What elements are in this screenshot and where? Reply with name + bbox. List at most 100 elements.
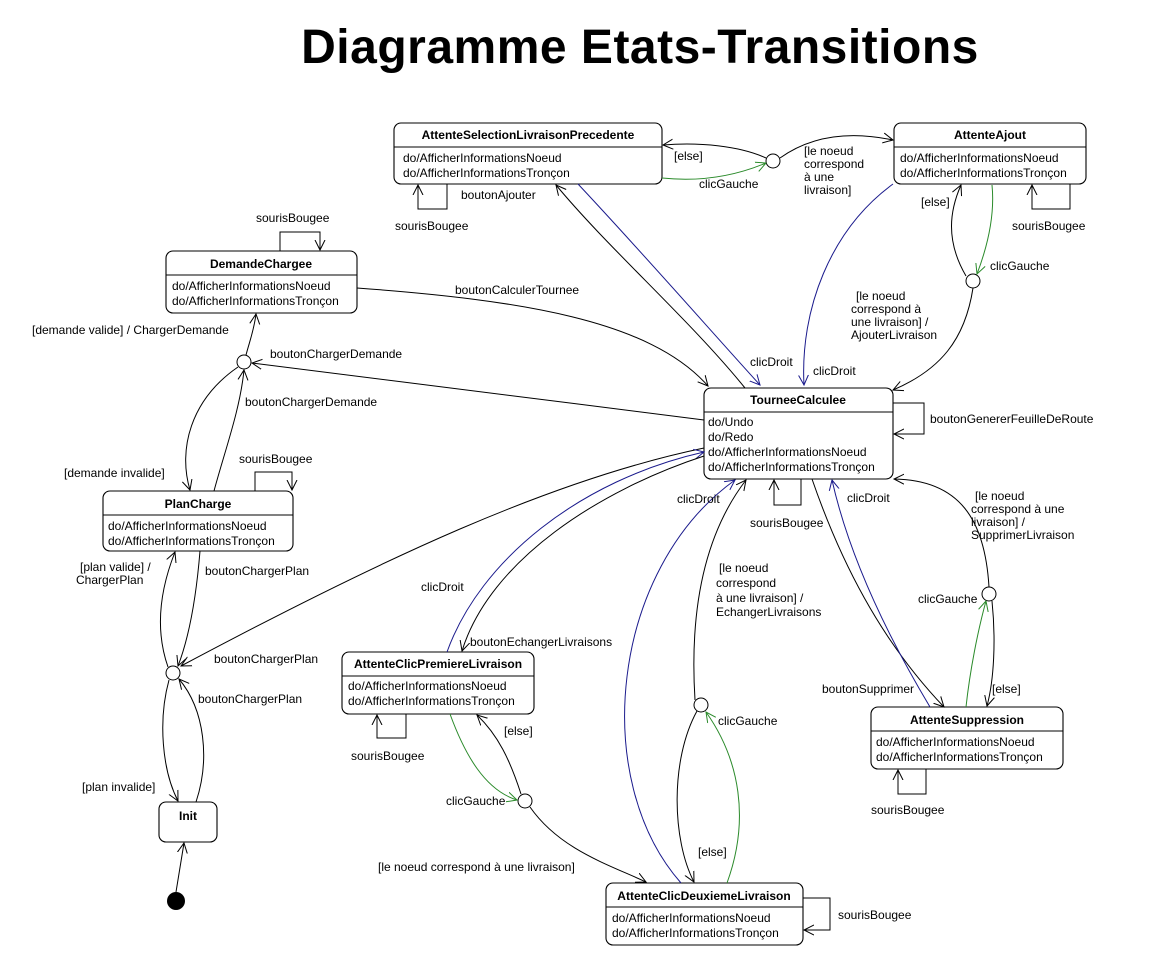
state-name: PlanCharge <box>165 497 232 511</box>
transition <box>693 480 746 701</box>
transition <box>186 366 239 490</box>
state-demande-chargee: DemandeChargee do/AfficherInformationsNo… <box>165 250 358 314</box>
state-name: AttenteSelectionLivraisonPrecedente <box>422 128 635 142</box>
activity: do/AfficherInformationsNoeud <box>403 151 562 165</box>
activity: do/Undo <box>708 415 754 429</box>
transition-self-loop <box>377 714 407 739</box>
transition-self-loop <box>1032 184 1071 210</box>
choice-node-demande <box>236 354 252 370</box>
guard-label: [else] <box>504 724 533 738</box>
transition-self-loop <box>774 479 802 506</box>
transition <box>832 480 931 708</box>
state-name: DemandeChargee <box>210 257 312 271</box>
transition <box>446 452 704 653</box>
event-label: sourisBougee <box>838 908 912 922</box>
event-label: sourisBougee <box>1012 219 1086 233</box>
guard-label: [demande valide] / ChargerDemande <box>32 323 229 337</box>
state-name: AttenteClicPremiereLivraison <box>354 657 522 671</box>
transition-self-loop <box>279 231 320 251</box>
transition-self-loop <box>254 471 292 491</box>
transition-initial <box>175 843 184 893</box>
state-plan-charge: PlanCharge do/AfficherInformationsNoeud … <box>102 490 294 552</box>
transition <box>477 715 522 795</box>
choice-node-supp <box>981 586 997 602</box>
activity: do/AfficherInformationsNoeud <box>900 151 1059 165</box>
transition <box>213 370 244 492</box>
event-label: clicDroit <box>750 355 793 369</box>
activity: do/AfficherInformationsTronçon <box>403 166 570 180</box>
guard-label: [le noeud correspond à une livraison] / … <box>971 489 1074 542</box>
guard-label: [le noeud correspond à une livraison] <box>378 860 575 874</box>
event-label: boutonChargerPlan <box>198 692 302 706</box>
state-name: AttenteClicDeuxiemeLivraison <box>617 889 790 903</box>
event-label: boutonSupprimer <box>822 682 914 696</box>
guard-label: [else] <box>674 149 703 163</box>
state-name: Init <box>179 809 197 823</box>
transition <box>356 287 708 386</box>
transition <box>179 679 205 803</box>
activity: do/AfficherInformationsTronçon <box>708 460 875 474</box>
transition <box>160 552 175 668</box>
event-label: clicGauche <box>990 259 1050 273</box>
event-label: boutonChargerPlan <box>214 652 318 666</box>
event-label: sourisBougee <box>351 749 425 763</box>
guard-label: [demande invalide] <box>64 466 165 480</box>
transition <box>893 287 974 390</box>
page-title: Diagramme Etats-Transitions <box>301 21 979 74</box>
event-label: clicDroit <box>813 364 856 378</box>
transition-self-loop <box>418 184 448 210</box>
transition-self-loop <box>898 769 927 795</box>
activity: do/AfficherInformationsTronçon <box>348 694 515 708</box>
guard-label: [plan valide] / ChargerPlan <box>76 560 154 587</box>
transition <box>577 183 760 385</box>
event-label: clicDroit <box>677 492 720 506</box>
transition <box>449 713 517 800</box>
event-label: clicGauche <box>918 592 978 606</box>
event-label: clicDroit <box>847 491 890 505</box>
transition <box>977 184 994 274</box>
transition <box>181 447 705 666</box>
transition <box>811 478 944 707</box>
event-label: boutonChargerDemande <box>270 347 402 361</box>
transition <box>706 712 740 884</box>
activity: do/AfficherInformationsNoeud <box>876 735 1035 749</box>
event-label: clicGauche <box>699 177 759 191</box>
transition <box>987 600 994 706</box>
guard-label: [else] <box>698 845 727 859</box>
transition <box>245 314 256 356</box>
event-label: clicGauche <box>446 794 506 808</box>
activity: do/Redo <box>708 430 754 444</box>
transition <box>252 363 705 421</box>
guard-label: [else] <box>921 195 950 209</box>
state-attente-suppression: AttenteSuppression do/AfficherInformatio… <box>870 706 1064 770</box>
transition <box>178 550 201 666</box>
activity: do/AfficherInformationsNoeud <box>108 519 267 533</box>
event-label: boutonEchangerLivraisons <box>470 635 612 649</box>
guard-label: [plan invalide] <box>82 780 155 794</box>
activity: do/AfficherInformationsNoeud <box>172 279 331 293</box>
activity: do/AfficherInformationsNoeud <box>612 911 771 925</box>
activity: do/AfficherInformationsTronçon <box>172 294 339 308</box>
state-attente-deuxieme: AttenteClicDeuxiemeLivraison do/Afficher… <box>605 882 804 946</box>
transition-self-loop <box>893 402 925 434</box>
event-label: clicGauche <box>718 714 778 728</box>
state-attente-ajout: AttenteAjout do/AfficherInformationsNoeu… <box>893 122 1087 185</box>
state-name: AttenteSuppression <box>910 713 1024 727</box>
transition <box>804 183 894 385</box>
guard-label: [else] <box>992 682 1021 696</box>
state-name: TourneeCalculee <box>750 393 846 407</box>
event-label: boutonGenererFeuilleDeRoute <box>930 412 1094 426</box>
event-label: sourisBougee <box>395 219 469 233</box>
transition <box>462 455 705 651</box>
transition <box>162 679 178 801</box>
choice-node-top <box>765 153 781 169</box>
event-label: boutonChargerDemande <box>245 395 377 409</box>
state-tournee-calculee: TourneeCalculee do/Undo do/Redo do/Affic… <box>703 387 894 480</box>
activity: do/AfficherInformationsNoeud <box>348 679 507 693</box>
event-label: sourisBougee <box>239 452 313 466</box>
event-label: boutonCalculerTournee <box>455 283 579 297</box>
activity: do/AfficherInformationsTronçon <box>108 534 275 548</box>
choice-node-deuxieme <box>693 697 709 713</box>
state-init: Init <box>158 801 218 843</box>
